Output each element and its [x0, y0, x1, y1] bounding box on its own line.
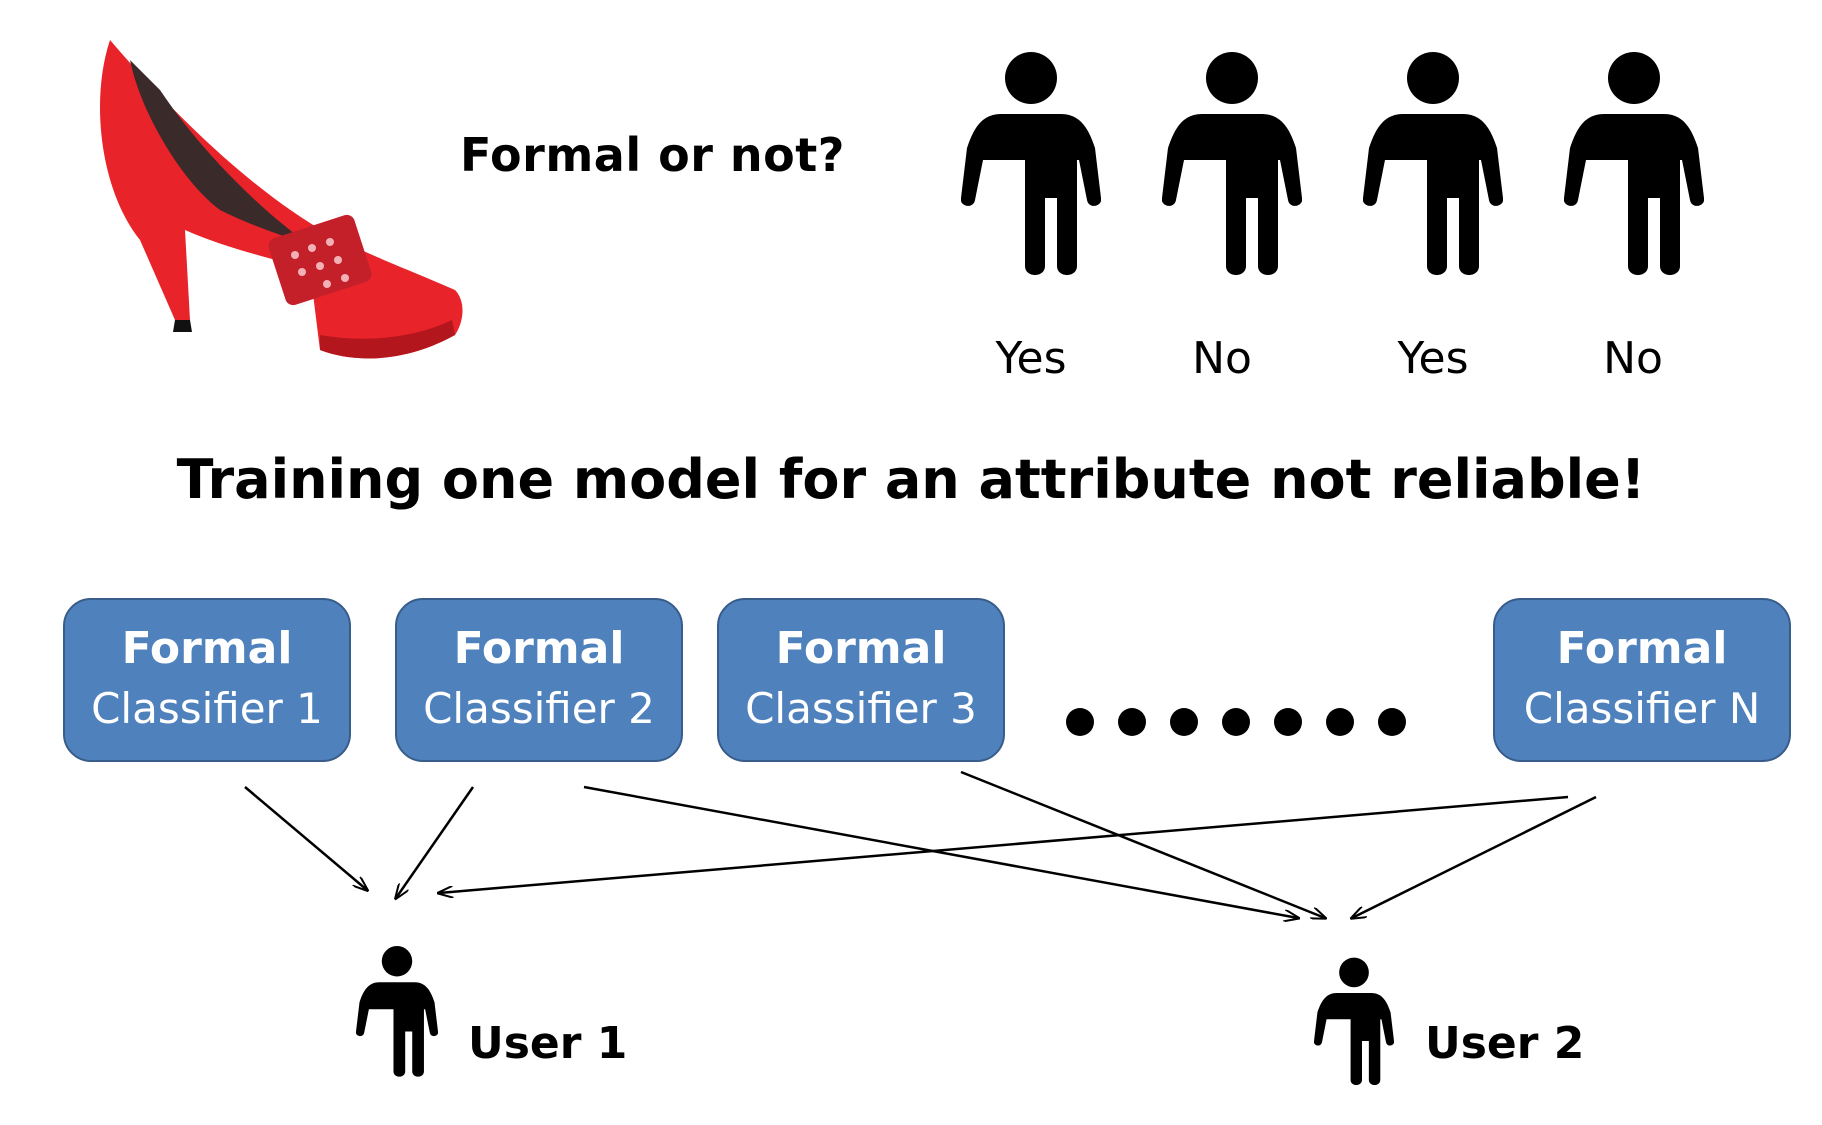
person-icon: [1363, 52, 1503, 275]
classifier-name: Classifier 3: [745, 684, 977, 733]
classifier-title: Formal: [453, 623, 625, 674]
arrow: [396, 786, 475, 898]
headline-text: Training one model for an attribute not …: [176, 448, 1646, 511]
arrow: [244, 786, 367, 890]
arrow: [583, 785, 1298, 918]
classifier-title: Formal: [775, 623, 947, 674]
answer-label: Yes: [1397, 333, 1469, 384]
person-icon: [961, 52, 1101, 275]
answer-label: No: [1192, 333, 1252, 384]
classifier-name: Classifier 2: [423, 684, 655, 733]
classifier-name: Classifier N: [1523, 684, 1761, 733]
classifier-box: Formal Classifier N: [1493, 598, 1791, 762]
arrow: [960, 770, 1325, 918]
person-icon: [1162, 52, 1302, 275]
classifier-name: Classifier 1: [91, 684, 323, 733]
person-icon: [356, 945, 438, 1077]
classifier-title: Formal: [1556, 623, 1728, 674]
user-label: User 2: [1425, 1018, 1585, 1069]
arrow: [439, 795, 1569, 893]
red-high-heel-shoe-icon: [100, 40, 463, 359]
question-text: Formal or not?: [460, 128, 845, 182]
classifier-box: Formal Classifier 3: [717, 598, 1005, 762]
person-icon: [1564, 52, 1704, 275]
classifier-box: Formal Classifier 2: [395, 598, 683, 762]
classifier-title: Formal: [121, 623, 293, 674]
arrow: [1352, 795, 1597, 918]
answer-label: No: [1603, 333, 1663, 384]
classifier-box: Formal Classifier 1: [63, 598, 351, 762]
user-label: User 1: [468, 1018, 628, 1069]
person-icon: [1314, 957, 1394, 1085]
answer-label: Yes: [995, 333, 1067, 384]
